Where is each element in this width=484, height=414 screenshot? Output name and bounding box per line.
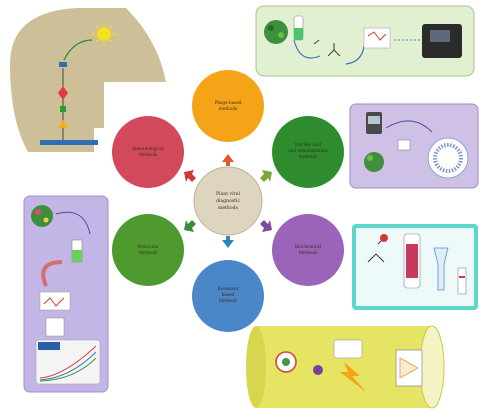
node-phage-based: Phage-based methods <box>192 70 264 142</box>
biochemical-panel <box>352 224 478 310</box>
node-label-line-3: Methods <box>219 298 238 303</box>
biosensor-panel <box>246 325 445 409</box>
receptor-icon <box>313 365 323 375</box>
sun-signal-icon <box>92 22 116 46</box>
mind-map: Plant viral diagnostic methods Phage-bas… <box>112 70 344 332</box>
node-molecular: Molecular Methods <box>112 214 184 286</box>
node-label-line-2: Methods <box>139 250 158 255</box>
hub-node: Plant viral diagnostic methods <box>193 166 263 236</box>
arrow-up-icon <box>222 154 234 166</box>
node-circle <box>272 116 344 188</box>
panel-background <box>10 8 166 152</box>
flow-arrow <box>385 120 433 133</box>
flow-arrow <box>293 39 321 59</box>
capture-antibody <box>60 106 66 112</box>
node-immunological: Immunological Methods <box>112 116 184 188</box>
hub-label-line-3: methods <box>218 205 239 211</box>
node-circle <box>112 214 184 286</box>
hub-circle <box>193 166 263 236</box>
curved-arrow <box>41 260 63 287</box>
flow-arrow-2 <box>345 45 365 65</box>
plant-leaf-icon <box>264 20 288 44</box>
antibody-top <box>59 62 67 67</box>
phage-workflow-panel <box>255 5 475 77</box>
flow-arrow <box>55 211 91 235</box>
pipette-icon <box>433 247 449 291</box>
node-label-line-2: based <box>222 292 235 297</box>
node-label-line-2: Methods <box>139 152 158 157</box>
gel-result-icon <box>39 291 71 311</box>
node-label-line-1: Phage-based <box>214 100 241 105</box>
node-label-line-1: Immunological <box>132 146 164 151</box>
cylinder-right-cap <box>419 325 445 409</box>
node-nucleic-acid: Nucleic acid and nanomaterials methods <box>272 116 344 188</box>
arrow-lower-left <box>184 220 196 232</box>
arrow-up <box>222 154 234 166</box>
cylinder-left-cap <box>246 326 266 408</box>
node-label-line-2: methods <box>219 106 237 111</box>
leaf-sample-icon <box>31 205 53 227</box>
leaf-sample-icon <box>364 152 384 172</box>
node-biochemical: Biochemical Methods <box>272 214 344 286</box>
substrate-marker <box>58 120 68 128</box>
arrow-upper-left-icon <box>184 170 196 182</box>
antigen-marker <box>58 86 68 100</box>
electrode-icon <box>333 339 363 359</box>
arrow-lower-right <box>260 220 272 232</box>
molecular-panel <box>23 195 109 393</box>
gel-strip-icon <box>363 27 391 49</box>
phage-particles-icon <box>313 39 341 57</box>
arrow-upper-right-icon <box>260 170 272 182</box>
signal-path <box>63 39 93 61</box>
node-label-line-3: methods <box>299 154 317 159</box>
hub-label-line-1: Plant viral <box>216 191 241 197</box>
vial-icon <box>397 139 411 151</box>
arrow-down-icon <box>222 236 234 248</box>
node-circle <box>192 70 264 142</box>
arrow-lower-left-icon <box>184 220 196 232</box>
node-label-line-2: and nanomaterials <box>288 148 328 153</box>
sample-tube-icon <box>45 317 65 337</box>
arrow-down <box>222 236 234 248</box>
node-circle <box>192 260 264 332</box>
pcr-curve-icon <box>35 339 101 385</box>
nanomaterial-panel <box>349 103 479 189</box>
immunoassay-illustration-panel <box>10 8 166 152</box>
node-label-line-1: Biosensor <box>218 286 239 291</box>
node-label-line-1: Biochemical <box>295 244 322 249</box>
node-circle <box>112 116 184 188</box>
strip-icon <box>457 267 467 295</box>
hub-label-line-2: diagnostic <box>216 198 240 204</box>
arrow-upper-left <box>184 170 196 182</box>
plate-surface <box>40 140 98 145</box>
arrow-upper-right <box>260 170 272 182</box>
node-circle <box>272 214 344 286</box>
node-label-line-2: Methods <box>299 250 318 255</box>
node-label-line-1: Nucleic acid <box>295 142 322 147</box>
node-biosensor: Biosensor based Methods <box>192 260 264 332</box>
arrow-lower-right-icon <box>260 220 272 232</box>
node-label-line-1: Molecular <box>137 244 159 249</box>
